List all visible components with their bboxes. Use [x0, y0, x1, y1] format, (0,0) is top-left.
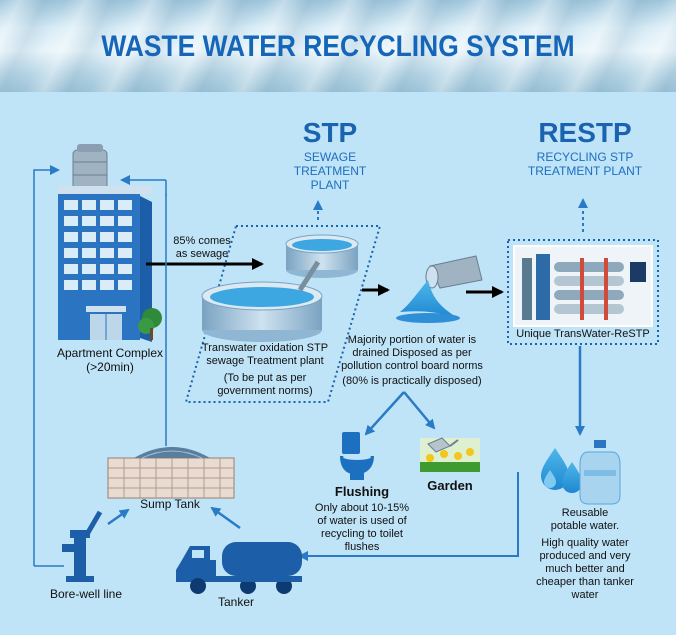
toilet-icon	[340, 432, 374, 480]
restp-desc-2: TREATMENT PLANT	[527, 164, 643, 178]
flushing-text-4: flushes	[344, 541, 380, 553]
apartment-label-1: Apartment Complex	[56, 346, 164, 360]
stp-caption-2: sewage Treatment plant	[206, 355, 324, 367]
tanker-label: Tanker	[217, 595, 255, 609]
borewell-riser-line	[33, 165, 60, 566]
stp-dotted-box	[184, 225, 382, 403]
restp-abbr: RESTP	[538, 117, 632, 148]
stp-desc-1: SEWAGE	[303, 150, 357, 164]
borewell-to-sump-arrow	[107, 508, 130, 526]
flushing-text-3: recycling to toilet	[321, 528, 403, 540]
sump-tank-label: Sump Tank	[140, 497, 200, 511]
to-flushing-arrow	[364, 391, 405, 436]
bucket-pouring-icon	[396, 255, 483, 323]
stp-caption-1: Transwater oxidation STP	[201, 342, 329, 354]
hand-pump-icon	[62, 510, 103, 582]
majority-text-3: pollution control board norms	[341, 360, 483, 372]
majority-text-1: Majority portion of water is	[347, 334, 477, 346]
sewage-label-2: as sewage	[175, 248, 229, 260]
oxidation-tanks-icon	[201, 234, 359, 342]
apartment-label-2: (>20min)	[86, 360, 134, 374]
stp-desc-3: PLANT	[310, 178, 350, 192]
main-title: WASTE WATER RECYCLING SYSTEM	[101, 30, 575, 63]
tanker-icon	[176, 542, 302, 594]
apartment-building-icon	[58, 144, 162, 342]
reusable-text-7: water	[571, 589, 599, 601]
restp-machine-caption: Unique TransWater-ReSTP	[516, 328, 650, 340]
tanker-to-sump-arrow	[210, 506, 241, 530]
sump-tank-icon	[107, 447, 235, 499]
borewell-label: Bore-well line	[49, 587, 123, 601]
stp-desc-2: TREATMENT	[293, 164, 367, 178]
reusable-text-3: High quality water	[541, 537, 629, 549]
sewage-label-1: 85% comes	[173, 235, 231, 247]
header-banner	[0, 0, 676, 92]
restp-machine-icon	[513, 245, 653, 327]
reusable-text-2: potable water.	[550, 520, 620, 532]
garden-label: Garden	[427, 478, 473, 493]
garden-icon	[420, 437, 480, 472]
stp-caption-3: (To be put as per	[223, 372, 307, 384]
reuse-return-line	[298, 472, 519, 561]
restp-dotted-box	[507, 239, 659, 345]
flushing-text-1: Only about 10-15%	[314, 502, 410, 514]
restp-desc-1: RECYCLING STP	[536, 150, 634, 164]
majority-text-2: drained Disposed as per	[352, 347, 472, 359]
to-garden-arrow	[403, 391, 436, 430]
stp-caption-4: government norms)	[217, 385, 313, 397]
reusable-text-1: Reusable	[561, 507, 609, 519]
reusable-text-5: much better and	[545, 563, 625, 575]
majority-text-4: (80% is practically disposed)	[342, 375, 482, 387]
water-drops-bottle-icon	[541, 440, 621, 505]
flushing-text-2: of water is used of	[317, 515, 407, 527]
reusable-text-6: cheaper than tanker	[536, 576, 634, 588]
reusable-text-4: produced and very	[539, 550, 631, 562]
stp-abbr: STP	[302, 117, 358, 148]
flushing-title: Flushing	[334, 484, 390, 499]
